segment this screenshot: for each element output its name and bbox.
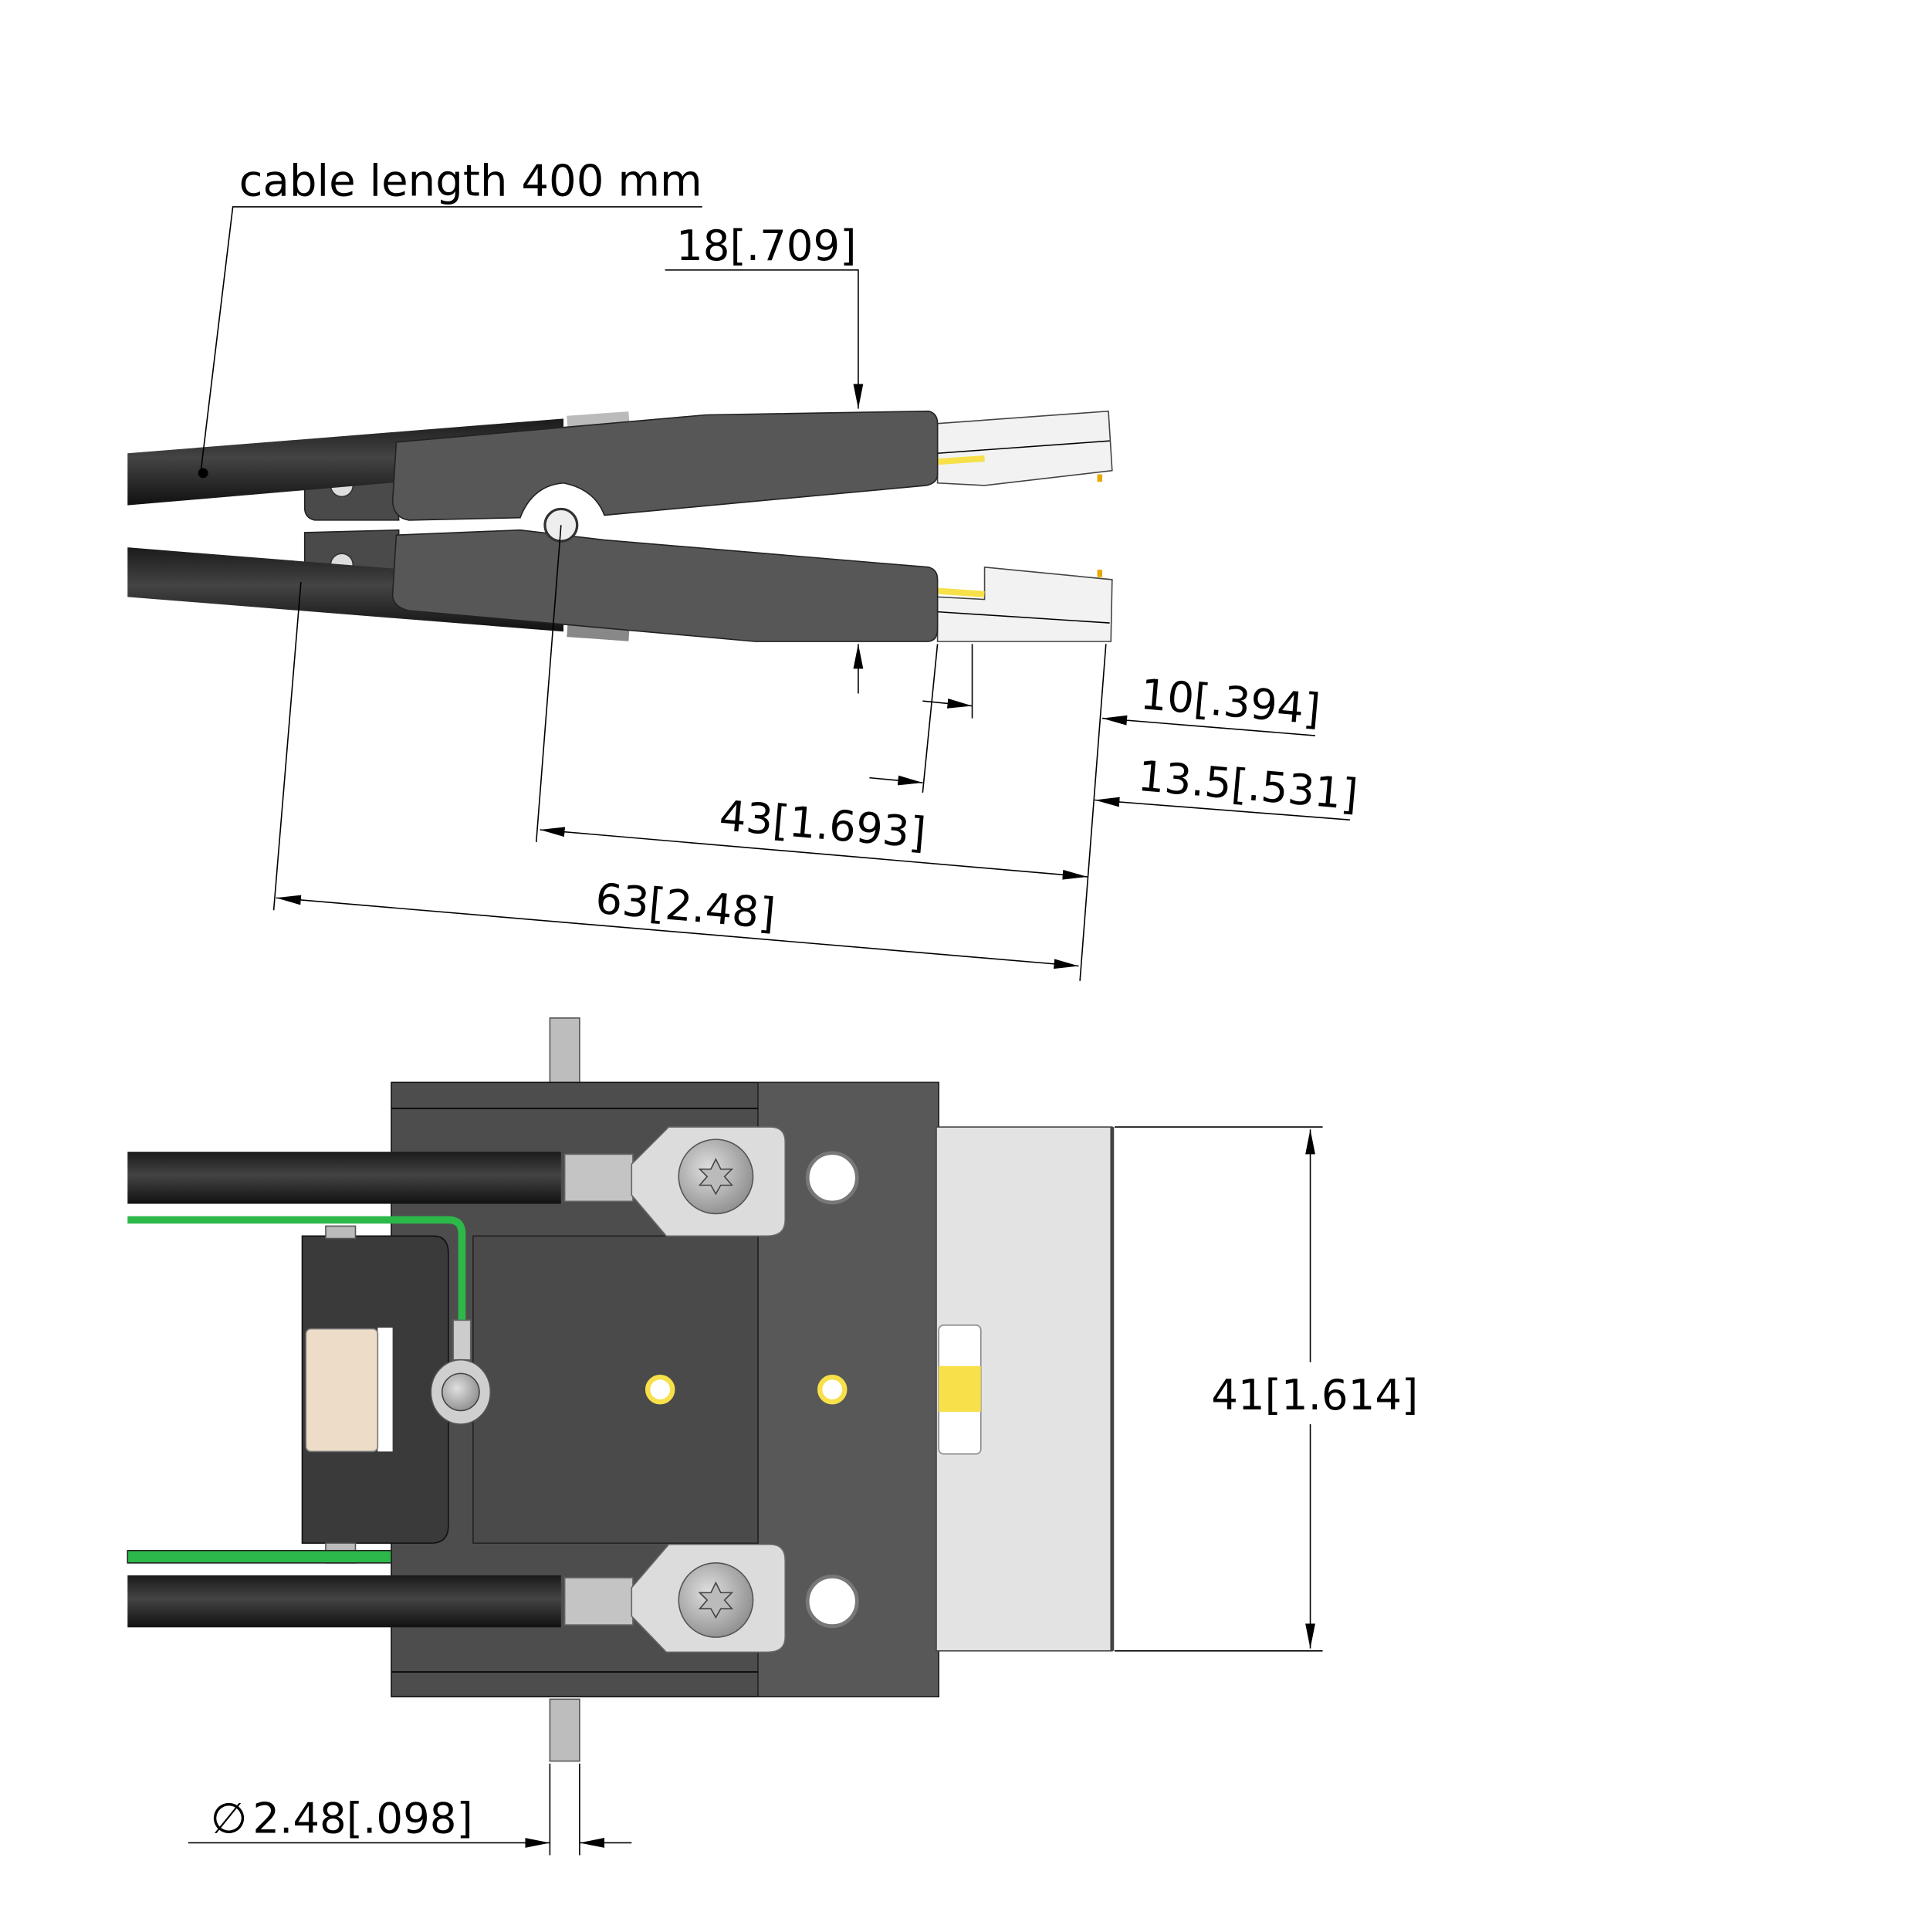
connector-lower xyxy=(936,566,1113,642)
cable-upper-top xyxy=(127,1152,561,1204)
dim-13-5: 13.5[.531] xyxy=(1136,751,1360,820)
dim-63: 63[2.48] xyxy=(594,874,777,939)
roller xyxy=(305,1328,379,1453)
torx-icon xyxy=(698,1158,734,1196)
contact-pin-lower xyxy=(937,587,985,597)
diameter-symbol: ∅ xyxy=(211,1794,248,1843)
connector-upper xyxy=(936,410,1113,486)
pin-bottom xyxy=(549,1698,580,1762)
dim-18: 18[.709] xyxy=(676,221,856,270)
ferrule-lower-top xyxy=(563,1577,634,1626)
pin-top xyxy=(549,1017,580,1084)
cable-length-callout: cable length 400 mm xyxy=(200,157,702,474)
jaw-upper xyxy=(391,410,939,521)
side-view xyxy=(127,410,1113,642)
cable-lower-top xyxy=(127,1575,561,1628)
torx-icon xyxy=(698,1581,734,1619)
contact-yellow xyxy=(939,1365,981,1413)
dimensions-side-view: 18[.709] 10[.394] 13.5[.531] 43[1.693] 6… xyxy=(272,221,1360,981)
cable-lug-upper xyxy=(631,1126,787,1237)
dim-41: 41[1.614] xyxy=(1211,1370,1418,1419)
jaw-lower xyxy=(391,529,939,642)
dim-10: 10[.394] xyxy=(1139,669,1322,734)
cable-lug-lower xyxy=(631,1543,787,1653)
dimensions-top-view: 41[1.614] ∅ 2.48[.098] xyxy=(188,1126,1418,1856)
ground-wire xyxy=(127,1216,466,1323)
dim-pin-diameter: 2.48[.098] xyxy=(252,1794,472,1843)
cable-length-label: cable length 400 mm xyxy=(239,157,702,207)
ground-wire-lower xyxy=(127,1550,392,1564)
yellow-hole-right xyxy=(817,1374,848,1405)
top-view xyxy=(127,1017,1115,1762)
yellow-hole-left xyxy=(645,1374,675,1405)
contact-pin-upper xyxy=(937,455,985,465)
mount-hole-lower xyxy=(805,1575,859,1629)
ferrule-upper-top xyxy=(563,1153,634,1203)
mount-hole-upper xyxy=(805,1151,859,1205)
